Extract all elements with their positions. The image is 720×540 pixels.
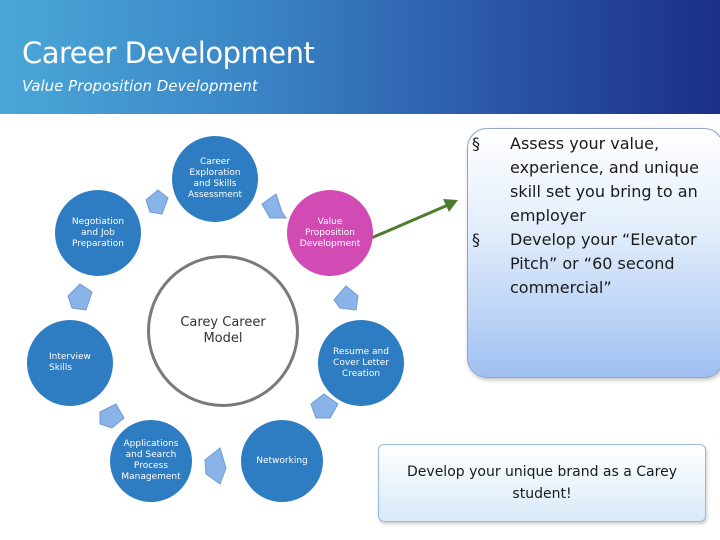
cycle-node-label: Value Proposition Development xyxy=(299,216,361,249)
cycle-center: Carey Career Model xyxy=(147,255,299,407)
cycle-arrow-icon xyxy=(99,403,125,429)
cycle-arrow-icon xyxy=(261,193,287,219)
cycle-node-label: Networking xyxy=(256,455,308,466)
brand-statement-text: Develop your unique brand as a Carey stu… xyxy=(407,464,677,502)
cycle-node-label: Interview Skills xyxy=(49,352,91,373)
cycle-node-applications: Applications and Search Process Manageme… xyxy=(110,420,192,502)
cycle-node-label: Career Exploration and Skills Assessment xyxy=(188,157,242,200)
bullet-item: § Develop your “Elevator Pitch” or “60 s… xyxy=(472,228,702,300)
bullet-marker-icon: § xyxy=(472,230,480,249)
cycle-arrow-icon xyxy=(204,447,227,485)
cycle-arrow-icon xyxy=(145,189,169,215)
cycle-node-value-proposition: Value Proposition Development xyxy=(287,190,373,276)
callout-bullet-list: § Assess your value, experience, and uni… xyxy=(472,132,702,300)
cycle-arrow-icon xyxy=(67,283,93,311)
cycle-node-networking: Networking xyxy=(241,420,323,502)
cycle-center-label: Carey Career Model xyxy=(180,315,266,346)
bullet-item: § Assess your value, experience, and uni… xyxy=(472,132,702,228)
cycle-node-label: Negotiation and Job Preparation xyxy=(71,216,125,249)
bullet-text: Develop your “Elevator Pitch” or “60 sec… xyxy=(510,230,697,297)
callout-box xyxy=(467,128,720,378)
cycle-node-negotiation: Negotiation and Job Preparation xyxy=(55,190,141,276)
bullet-text: Assess your value, experience, and uniqu… xyxy=(510,134,699,225)
cycle-node-interview: Interview Skills xyxy=(27,320,113,406)
page-title: Career Development xyxy=(22,36,315,70)
cycle-arrow-icon xyxy=(333,285,359,311)
cycle-node-career-exploration: Career Exploration and Skills Assessment xyxy=(172,136,258,222)
cycle-arrow-icon xyxy=(310,393,339,419)
brand-statement-box: Develop your unique brand as a Carey stu… xyxy=(378,444,706,522)
pointer-arrowhead-icon xyxy=(443,199,458,212)
page-subtitle: Value Proposition Development xyxy=(22,77,258,95)
bullet-marker-icon: § xyxy=(472,134,480,153)
cycle-node-label: Applications and Search Process Manageme… xyxy=(121,439,181,482)
cycle-node-resume: Resume and Cover Letter Creation xyxy=(318,320,404,406)
title-banner: Career Development Value Proposition Dev… xyxy=(0,0,720,114)
pointer-arrow xyxy=(361,203,449,244)
cycle-node-label: Resume and Cover Letter Creation xyxy=(333,346,389,379)
